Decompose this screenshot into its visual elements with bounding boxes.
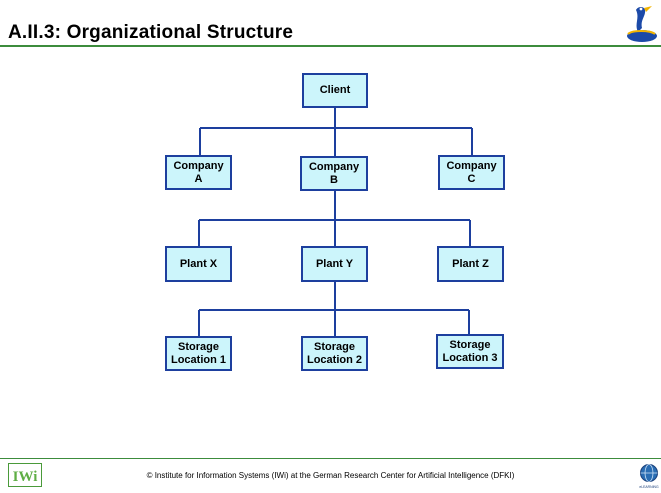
org-node-plant-y: Plant Y bbox=[301, 246, 368, 282]
org-node-storage-2: Storage Location 2 bbox=[301, 336, 368, 371]
svg-text:IWi: IWi bbox=[13, 469, 38, 485]
org-node-plant-x: Plant X bbox=[165, 246, 232, 282]
page-title: A.II.3: Organizational Structure bbox=[8, 22, 294, 43]
org-node-company-a: Company A bbox=[165, 155, 232, 190]
footer-divider bbox=[0, 458, 661, 459]
org-node-company-b: Company B bbox=[300, 156, 368, 191]
svg-text:eLEARNING: eLEARNING bbox=[639, 485, 659, 489]
org-node-company-c: Company C bbox=[438, 155, 505, 190]
mascot-logo-icon bbox=[627, 6, 657, 42]
org-node-client: Client bbox=[302, 73, 368, 108]
footer-copyright: © Institute for Information Systems (IWi… bbox=[146, 471, 515, 480]
elearning-logo-icon: eLEARNING bbox=[639, 464, 659, 489]
org-node-plant-z: Plant Z bbox=[437, 246, 504, 282]
org-node-storage-3: Storage Location 3 bbox=[436, 334, 504, 369]
iwi-logo-icon: IWi bbox=[8, 463, 42, 487]
header-divider bbox=[0, 45, 661, 47]
org-node-storage-1: Storage Location 1 bbox=[165, 336, 232, 371]
